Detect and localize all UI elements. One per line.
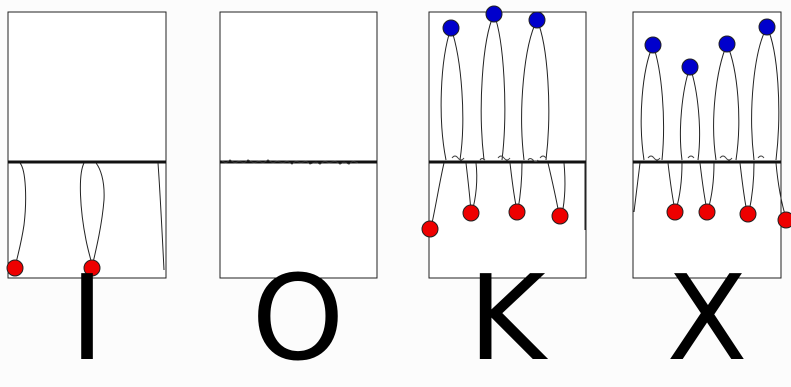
panel-I-strand-1 <box>14 162 27 268</box>
panel-K-surface-curls <box>451 155 547 162</box>
panel-X-top-ball-2 <box>681 58 699 76</box>
panel-O-surface-ripple <box>221 159 359 165</box>
panel-K <box>421 5 587 279</box>
letter-label-I: I <box>69 249 105 387</box>
figure-canvas <box>6 5 791 279</box>
panel-X-surface-curls <box>647 155 765 161</box>
panel-I-bottom-ball-2 <box>83 259 101 277</box>
panel-I <box>6 11 167 279</box>
panel-X-bottom-ball-1 <box>666 203 684 221</box>
letter-label-O: O <box>251 249 345 387</box>
panel-O <box>219 11 378 279</box>
panel-X <box>632 11 791 279</box>
panel-K-frame <box>428 11 587 279</box>
panel-K-top-ball-3 <box>528 11 546 29</box>
panel-X-top-ball-3 <box>718 35 736 53</box>
panel-I-bottom-ball-1 <box>6 259 24 277</box>
letter-label-K: K <box>468 249 546 387</box>
panel-X-top-ball-4 <box>758 18 776 36</box>
panel-X-top-ball-1 <box>644 36 662 54</box>
panel-K-top-ball-1 <box>442 19 460 37</box>
panel-I-strand-3 <box>157 162 165 271</box>
panel-X-bottom-ball-3 <box>739 205 757 223</box>
panel-X-frame <box>632 11 782 279</box>
panel-X-bottom-ball-4 <box>777 211 791 229</box>
letter-label-X: X <box>666 249 748 387</box>
panel-K-bottom-ball-2 <box>462 204 480 222</box>
panel-K-top-ball-2 <box>485 5 503 23</box>
panel-X-strand-down-1 <box>633 162 641 213</box>
panel-K-bottom-ball-1 <box>421 220 439 238</box>
panel-K-bottom-ball-4 <box>551 207 569 225</box>
panel-X-bottom-ball-2 <box>698 203 716 221</box>
panel-I-frame <box>7 11 167 279</box>
panel-K-bottom-ball-3 <box>508 203 526 221</box>
panel-O-frame <box>219 11 378 279</box>
